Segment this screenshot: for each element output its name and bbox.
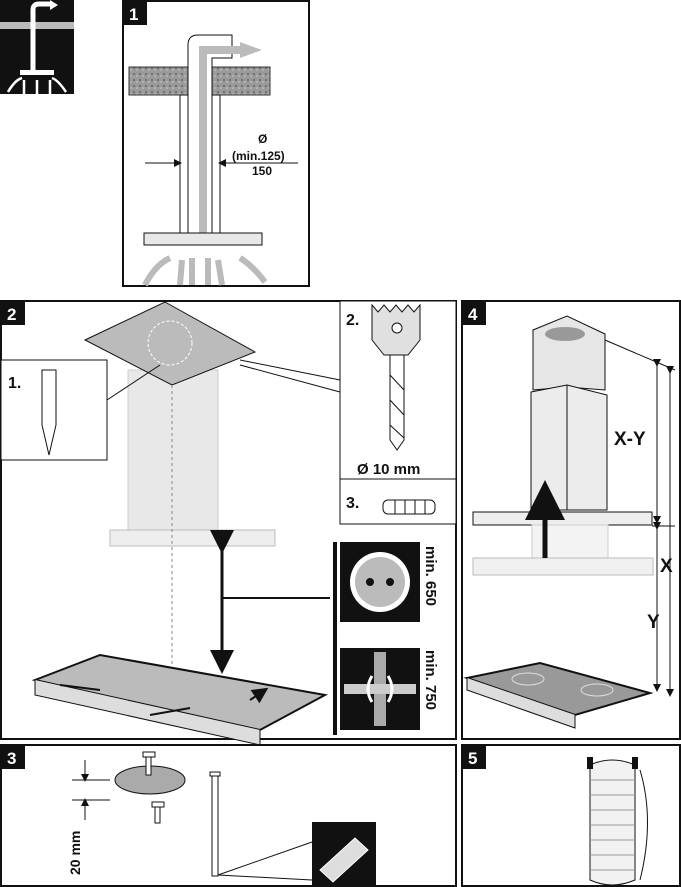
label-x-minus-y: X-Y: [614, 429, 646, 450]
drill-depth: 20 mm: [67, 831, 83, 875]
label-x: X: [660, 556, 673, 577]
substep-1: 1.: [8, 375, 21, 392]
wall-plug-icon: [382, 499, 436, 515]
panel-5-flexible-duct: 5: [461, 744, 681, 887]
diameter: 150: [252, 164, 272, 178]
air-exhaust-mode-icon: [0, 0, 74, 94]
power-socket-icon: [350, 552, 410, 612]
wall-plug-closeup-icon: [319, 837, 369, 883]
panel-4-height-measurement: 4 X-Y X Y: [461, 300, 681, 740]
step-number: 4: [468, 305, 478, 324]
substep-2: 2.: [346, 312, 359, 329]
step-number: 2: [7, 305, 16, 324]
drill-size: Ø 10 mm: [357, 461, 420, 478]
label-y: Y: [647, 612, 660, 633]
panel-3-dowel-fixing: 3 20 mm: [0, 744, 457, 887]
step-number: 1: [129, 5, 138, 24]
substep-3: 3.: [346, 495, 359, 512]
diameter-symbol: Ø: [258, 132, 267, 146]
step-number: 5: [468, 749, 477, 768]
socket-min-height: min. 650: [422, 546, 439, 606]
step-number: 3: [7, 749, 16, 768]
junction-box-icon: [344, 652, 416, 726]
junction-min-height: min. 750: [422, 650, 439, 710]
screw-icon: [142, 751, 221, 877]
flexible-duct-icon: [587, 757, 648, 886]
panel-2-marking-drilling: 2 1. 2. Ø 10 mm 3. min. 650 min. 750: [0, 300, 457, 746]
panel-1-duct-diameter: 1 Ø (min.125) 150: [122, 0, 310, 287]
min-diameter: (min.125): [232, 149, 285, 163]
